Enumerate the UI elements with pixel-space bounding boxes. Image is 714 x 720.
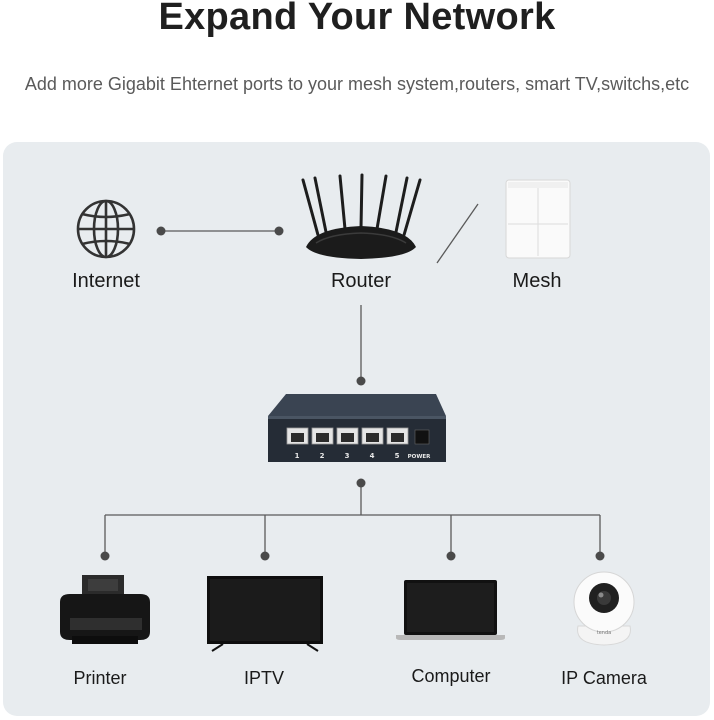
mesh-node-icon [505, 179, 571, 259]
label-iptv: IPTV [243, 668, 284, 688]
label-mesh: Mesh [512, 270, 562, 292]
port-number: 4 [370, 452, 375, 460]
port-number: 5 [395, 452, 400, 460]
router-mesh-line [436, 203, 479, 264]
camera-icon: tenda [573, 571, 635, 646]
power-label: POWER [408, 454, 432, 460]
label-internet: Internet [72, 270, 140, 292]
label-printer: Printer [73, 668, 127, 688]
page-title: Expand Your Network [158, 0, 556, 38]
switch-icon: 1 2 3 4 5 POWER [268, 394, 446, 462]
label-ip-camera: IP Camera [561, 668, 647, 688]
connection-dots [100, 226, 605, 561]
label-computer: Computer [411, 666, 491, 686]
tv-icon [207, 576, 323, 652]
printer-icon [60, 575, 150, 644]
laptop-icon [396, 580, 505, 640]
port-number: 1 [295, 452, 300, 460]
port-number: 3 [345, 452, 350, 460]
label-router: Router [330, 270, 392, 292]
globe-icon [76, 199, 136, 259]
power-jack [414, 429, 430, 445]
port-number: 2 [320, 452, 325, 460]
router-icon [301, 173, 422, 259]
connection-lines [104, 203, 601, 556]
page-subtitle: Add more Gigabit Ehternet ports to your … [24, 74, 690, 94]
camera-brand: tenda [597, 630, 611, 636]
